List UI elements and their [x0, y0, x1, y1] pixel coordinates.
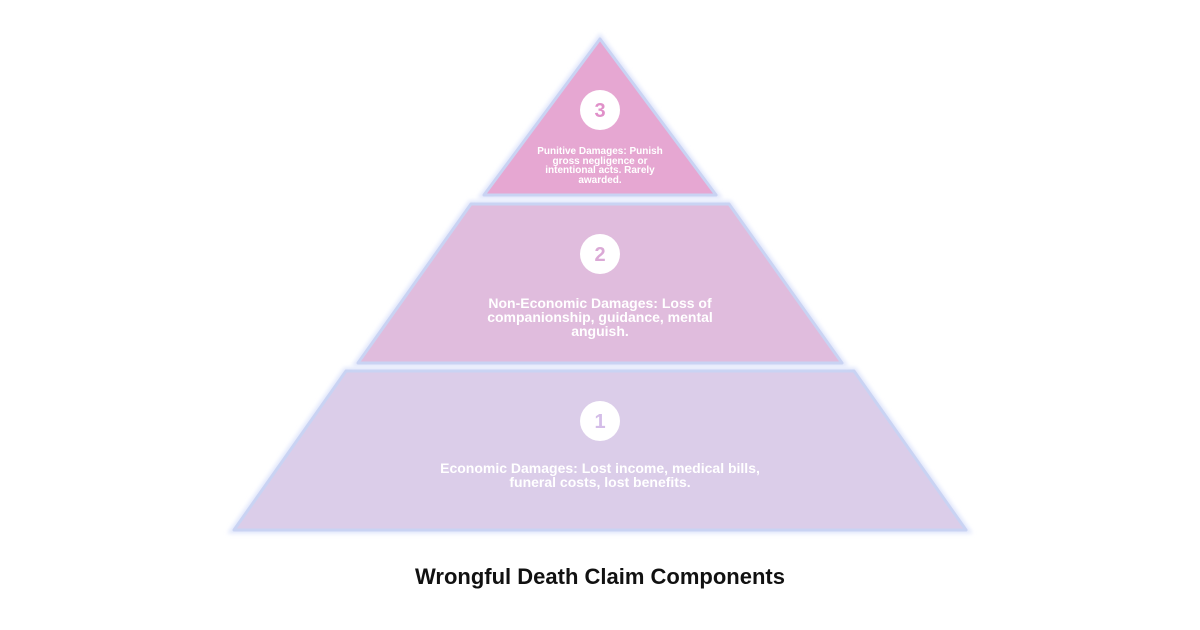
- tier-1-label: Economic Damages: Lost income, medical b…: [440, 460, 760, 490]
- tier-3-label: Punitive Damages: Punish gross negligenc…: [537, 146, 663, 186]
- tier-1: 1: [227, 367, 973, 534]
- tier-1-badge: [580, 401, 620, 441]
- tier-3-badge: [580, 90, 620, 130]
- tier-2-badge: [580, 234, 620, 274]
- tier-2-number: 2: [594, 244, 605, 266]
- tier-2: 2: [351, 200, 849, 367]
- tier-2-label: Non-Economic Damages: Loss of companions…: [487, 295, 713, 339]
- tier-1-number: 1: [594, 411, 605, 433]
- tier-2-shape: [356, 202, 844, 365]
- tier-1-shape: [232, 369, 968, 532]
- diagram-title: Wrongful Death Claim Components: [415, 564, 785, 589]
- tier-3: 3: [477, 33, 723, 199]
- tier-3-number: 3: [594, 100, 605, 122]
